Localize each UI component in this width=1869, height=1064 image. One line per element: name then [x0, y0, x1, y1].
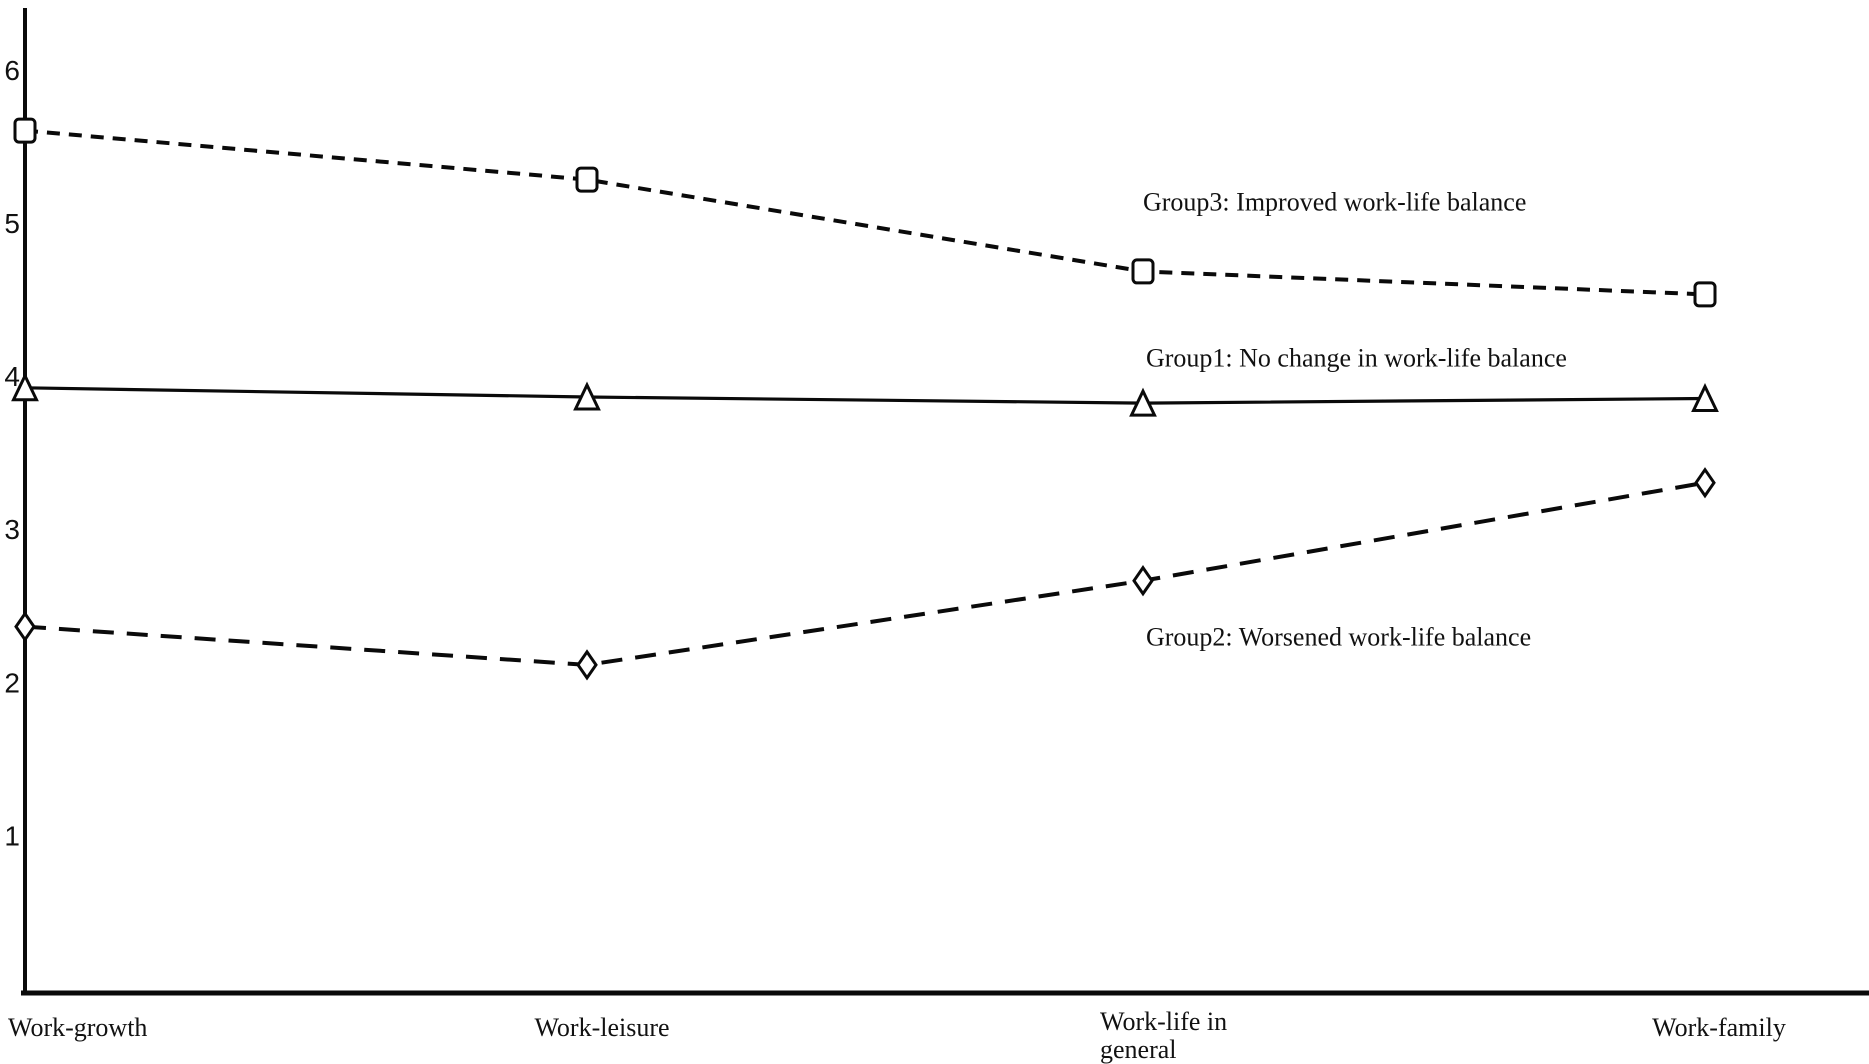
- series-line-group3: [24, 128, 1706, 297]
- x-tick-label: general: [1100, 1035, 1177, 1064]
- marker-square: [575, 166, 599, 193]
- marker-triangle: [573, 381, 601, 411]
- series-line-group1: [24, 386, 1706, 405]
- series-label-group3: Group3: Improved work-life balance: [1143, 188, 1526, 217]
- marker-triangle: [11, 372, 39, 402]
- x-tick-label: Work-life in: [1100, 1007, 1227, 1036]
- marker-diamond: [576, 649, 598, 681]
- x-tick-label: Work-growth: [8, 1013, 147, 1042]
- series-label-group2: Group2: Worsened work-life balance: [1146, 623, 1531, 652]
- marker-triangle: [1691, 383, 1719, 413]
- y-tick-label: 1: [4, 820, 20, 851]
- y-tick-label: 3: [4, 514, 20, 545]
- y-tick-label: 2: [4, 667, 20, 698]
- marker-square: [13, 117, 37, 144]
- y-tick-label: 4: [4, 361, 20, 392]
- marker-triangle: [1129, 387, 1157, 417]
- marker-square: [1693, 281, 1717, 308]
- marker-diamond: [1694, 467, 1716, 499]
- marker-diamond: [1132, 565, 1154, 597]
- y-tick-label: 5: [4, 208, 20, 239]
- marker-diamond: [14, 610, 36, 643]
- series-label-group1: Group1: No change in work-life balance: [1146, 344, 1567, 373]
- x-tick-label: Work-family: [1652, 1013, 1786, 1042]
- marker-square: [1131, 258, 1155, 285]
- y-tick-label: 6: [4, 55, 20, 86]
- x-tick-label: Work-leisure: [534, 1013, 669, 1042]
- series-line-group2: [24, 480, 1706, 667]
